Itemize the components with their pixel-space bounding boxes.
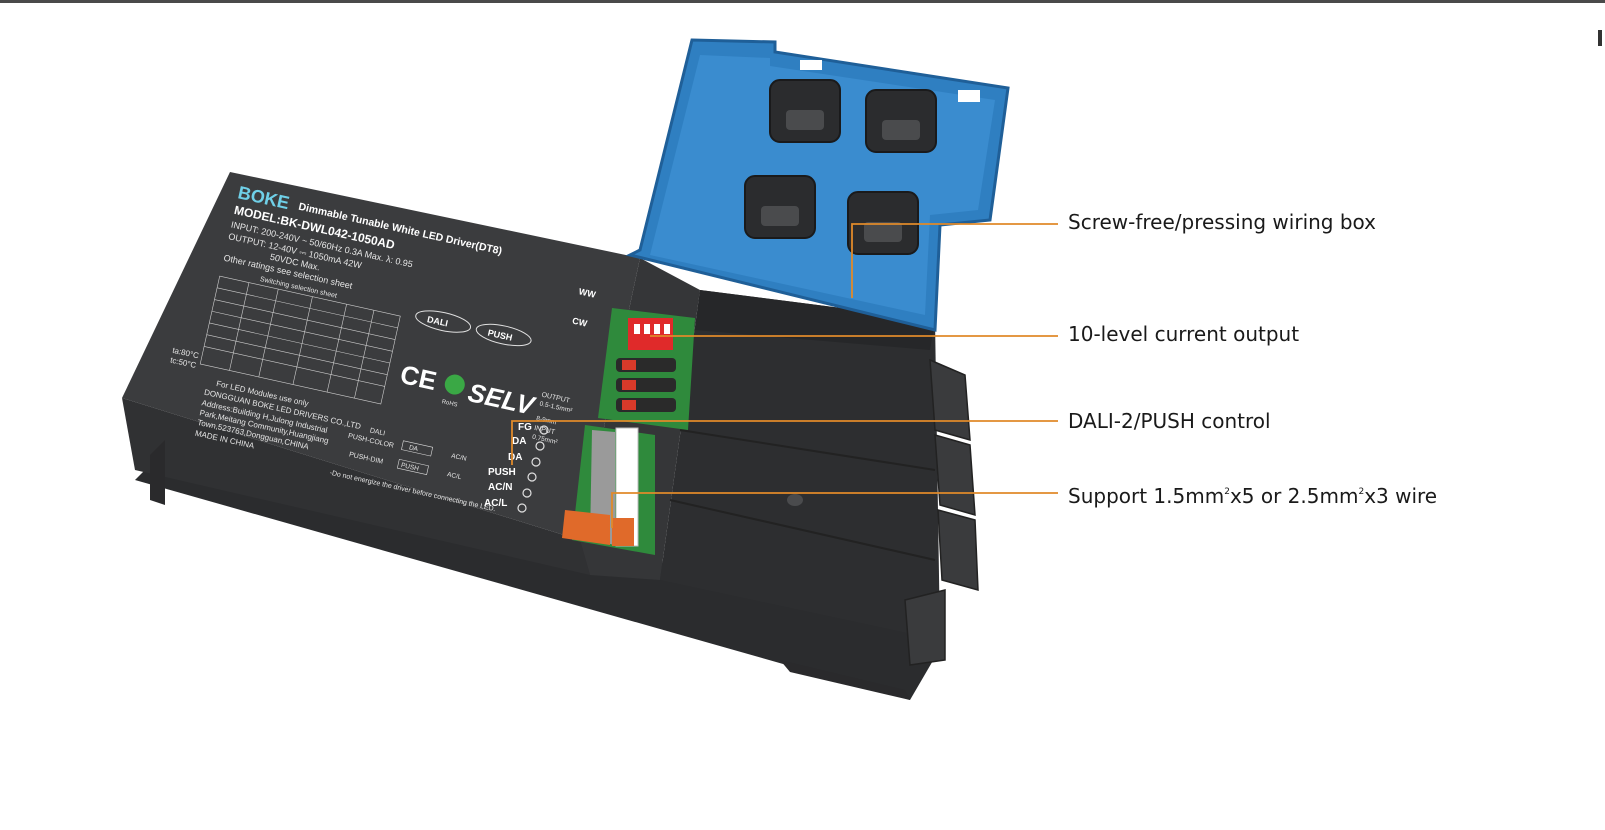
rohs-mark: RoHS bbox=[441, 399, 458, 408]
right-side-clips bbox=[904, 358, 979, 666]
input-terminal-block bbox=[562, 427, 639, 547]
wiring-da-label: DA bbox=[408, 444, 419, 453]
wire-support-text-b: x5 or 2.5mm bbox=[1229, 484, 1359, 508]
wiring-dali-label: DALI bbox=[369, 427, 386, 437]
callout-current-output: 10-level current output bbox=[1068, 322, 1300, 346]
dali-logo: DALI bbox=[415, 310, 472, 333]
wire-support-sup-b: 2 bbox=[1358, 487, 1365, 497]
rohs-leaf-icon bbox=[444, 374, 465, 395]
ww-label: WW bbox=[578, 286, 597, 300]
wiring-box-lid bbox=[625, 38, 1010, 332]
wire-support-text-c: x3 wire bbox=[1364, 484, 1438, 508]
driver-label: BOKE Dimmable Tunable White LED Driver(D… bbox=[169, 182, 597, 513]
driver-housing bbox=[122, 172, 979, 700]
internal-board bbox=[562, 308, 695, 555]
lid-slot-left bbox=[800, 60, 822, 70]
callout-wiring-box: Screw-free/pressing wiring box bbox=[1068, 210, 1377, 234]
callout-dali-push: DALI-2/PUSH control bbox=[1068, 409, 1271, 433]
wire-support-sup-a: 2 bbox=[1224, 487, 1230, 497]
terminal-acl: AC/L bbox=[484, 498, 507, 509]
leader-dali-push bbox=[511, 420, 1058, 465]
top-border-rule bbox=[0, 0, 1605, 3]
terminal-labels: FG DA DA PUSH AC/N AC/L bbox=[484, 422, 549, 513]
leader-wiring-box bbox=[851, 223, 1058, 298]
terminal-push: PUSH bbox=[488, 467, 516, 478]
callout-wire-support: Support 1.5mm2x5 or 2.5mm2x3 wire bbox=[1068, 480, 1437, 508]
edge-marker bbox=[1598, 30, 1602, 46]
terminal-fg: FG bbox=[518, 422, 532, 433]
selection-table bbox=[199, 275, 401, 405]
wire-support-text-a: Support 1.5mm bbox=[1068, 484, 1225, 508]
wiring-acn-label: AC/N bbox=[450, 453, 467, 463]
leader-wire-support bbox=[611, 492, 1058, 528]
input-wire-label: INPUT bbox=[533, 425, 556, 437]
terminal-da-2: DA bbox=[508, 452, 522, 463]
terminal-acn: AC/N bbox=[488, 482, 512, 493]
cw-label: CW bbox=[571, 316, 588, 329]
svg-text:DALI: DALI bbox=[426, 314, 449, 328]
lid-slot-right bbox=[958, 90, 980, 102]
callout-leader-lines bbox=[511, 223, 1058, 528]
wiring-push-label: PUSH bbox=[400, 462, 419, 473]
wiring-acl-label: AC/L bbox=[446, 471, 462, 481]
terminal-da-1: DA bbox=[512, 436, 526, 447]
